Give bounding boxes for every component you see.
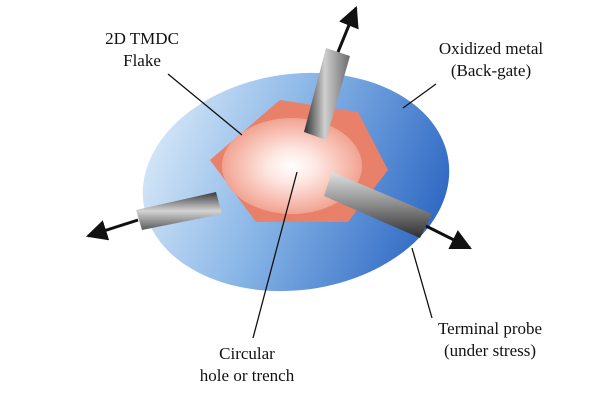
arrow-left [85, 218, 139, 241]
leader-line-probe [411, 247, 433, 319]
label-terminal-probe-line2: (under stress) [443, 341, 537, 360]
label-oxidized-metal-line1: Oxidized metal [438, 39, 544, 58]
leader-line-flake [167, 73, 243, 136]
label-tmdc-flake-line1: 2D TMDC [105, 29, 179, 48]
label-circular-hole-line1: Circular [219, 344, 275, 363]
label-oxidized-metal-line2: (Back-gate) [450, 61, 532, 80]
leader-line-hole [252, 171, 298, 339]
label-oxidized-metal: Oxidized metal (Back-gate) [396, 38, 586, 82]
label-circular-hole: Circular hole or trench [152, 343, 342, 387]
label-circular-hole-line2: hole or trench [199, 366, 295, 385]
leader-line-metal [402, 83, 437, 109]
probe-left [136, 192, 222, 230]
arrow-top [336, 6, 359, 53]
probe-top [304, 48, 350, 140]
label-terminal-probe: Terminal probe (under stress) [390, 318, 590, 362]
label-terminal-probe-line1: Terminal probe [437, 319, 543, 338]
probe-right [324, 172, 432, 238]
label-tmdc-flake-line2: Flake [123, 51, 161, 70]
arrow-right [425, 224, 472, 250]
label-tmdc-flake: 2D TMDC Flake [62, 28, 222, 72]
